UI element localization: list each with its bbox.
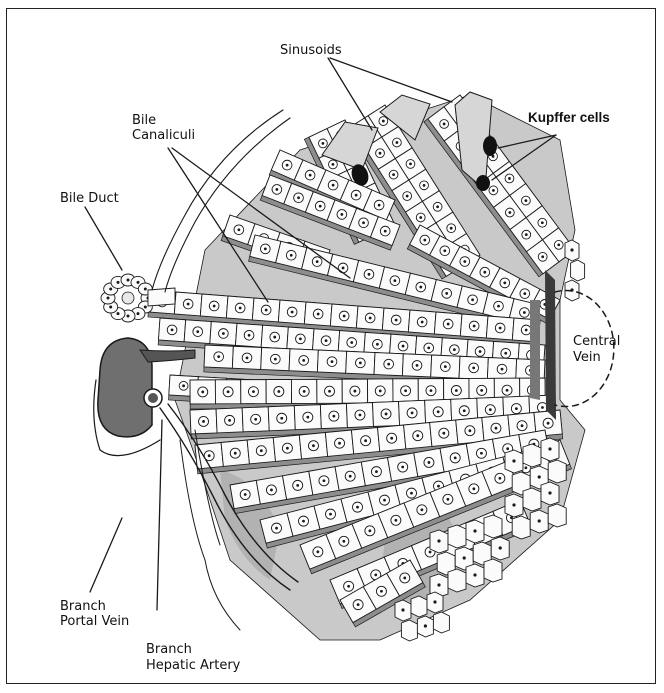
label-bile-duct: Bile Duct [60, 191, 119, 206]
cut-cell [433, 612, 449, 633]
cut-cell [448, 569, 466, 592]
label-kupffer-cells: Kupffer cells [528, 110, 610, 125]
label-central-vein-line1: Central [573, 334, 620, 349]
cut-cell [484, 515, 502, 538]
cut-cell [512, 516, 530, 539]
label-bile-canaliculi-line1: Bile [132, 113, 156, 128]
cut-cell [571, 260, 585, 281]
label-central-vein-line2: Vein [573, 350, 601, 365]
cut-cell [548, 460, 566, 483]
label-bile-canaliculi-line2: Canaliculi [132, 128, 195, 143]
cut-cell [484, 559, 502, 582]
cut-cell [401, 620, 417, 641]
label-portal-vein-line2: Portal Vein [60, 614, 129, 629]
label-portal-vein-line1: Branch [60, 599, 106, 614]
cut-cell [548, 504, 566, 527]
cut-cell [523, 488, 541, 511]
label-hepatic-artery-line2: Hepatic Artery [146, 658, 241, 673]
label-sinusoids: Sinusoids [280, 43, 342, 58]
cut-cell [523, 444, 541, 467]
cut-cell [411, 596, 427, 617]
cut-cell [448, 525, 466, 548]
label-hepatic-artery-line1: Branch [146, 642, 192, 657]
